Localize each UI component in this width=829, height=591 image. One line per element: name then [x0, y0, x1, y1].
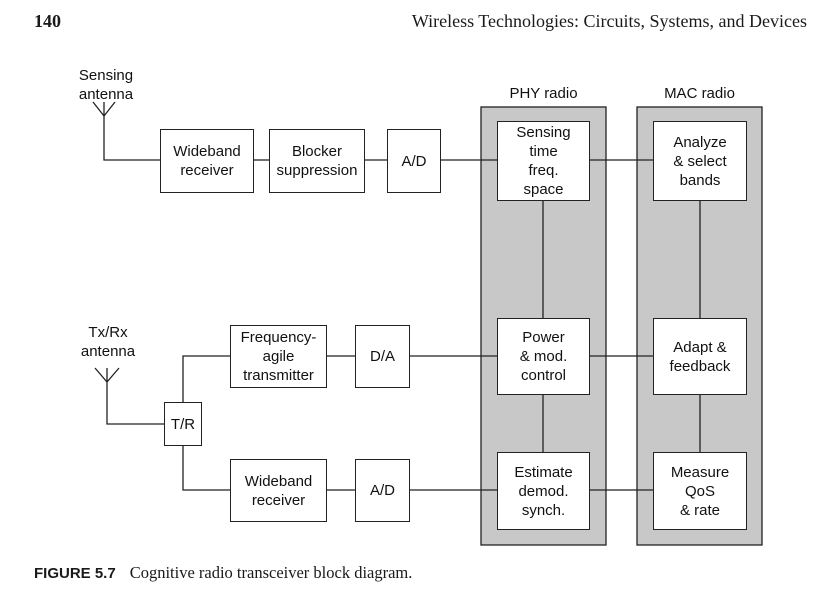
power-mod-control-text: Power & mod. control: [519, 329, 568, 384]
tr-switch-block: T/R: [164, 402, 202, 446]
sensing-antenna-icon: [92, 101, 160, 161]
ad-top-block: A/D: [387, 129, 441, 193]
power-mod-control-block: Power & mod. control: [497, 318, 590, 395]
running-title: Wireless Technologies: Circuits, Systems…: [411, 11, 807, 31]
da-block: D/A: [355, 325, 410, 388]
wideband-receiver-bottom-block: Wideband receiver: [230, 459, 327, 522]
tr-switch-text: T/R: [170, 415, 196, 433]
estimate-demod-text: Estimate demod. synch.: [514, 463, 573, 519]
txrx-antenna-label: Tx/Rx antenna: [80, 324, 136, 360]
adapt-feedback-text: Adapt & feedback: [669, 338, 731, 375]
figure-number: FIGURE 5.7: [34, 565, 116, 582]
estimate-demod-block: Estimate demod. synch.: [497, 452, 590, 530]
freq-agile-transmitter-text: Frequency- agile transmitter: [240, 329, 317, 384]
sensing-block-text: Sensing time freq. space: [516, 124, 571, 198]
figure-caption: FIGURE 5.7 Cognitive radio transceiver bl…: [34, 563, 412, 583]
ad-bottom-block: A/D: [355, 459, 410, 522]
analyze-select-block: Analyze & select bands: [653, 121, 747, 201]
measure-qos-text: Measure QoS & rate: [670, 463, 730, 519]
sensing-block: Sensing time freq. space: [497, 121, 590, 201]
sensing-antenna-label: Sensing antenna: [78, 67, 134, 103]
wideband-receiver-top-text: Wideband receiver: [173, 143, 241, 179]
mac-radio-label: MAC radio: [664, 85, 735, 102]
da-text: D/A: [369, 348, 395, 365]
figure-caption-text: Cognitive radio transceiver block diagra…: [129, 563, 413, 582]
phy-radio-label: PHY radio: [509, 85, 578, 102]
blocker-suppression-text: Blocker suppression: [276, 143, 358, 179]
txrx-antenna-icon: [94, 367, 164, 425]
adapt-feedback-block: Adapt & feedback: [653, 318, 747, 395]
ad-top-text: A/D: [401, 152, 427, 170]
blocker-suppression-block: Blocker suppression: [269, 129, 365, 193]
wideband-receiver-top-block: Wideband receiver: [160, 129, 254, 193]
page-number: 140: [34, 11, 61, 31]
wideband-receiver-bottom-text: Wideband receiver: [244, 472, 313, 509]
ad-bottom-text: A/D: [369, 482, 395, 499]
freq-agile-transmitter-block: Frequency- agile transmitter: [230, 325, 327, 388]
measure-qos-block: Measure QoS & rate: [653, 452, 747, 530]
analyze-select-text: Analyze & select bands: [673, 133, 727, 189]
